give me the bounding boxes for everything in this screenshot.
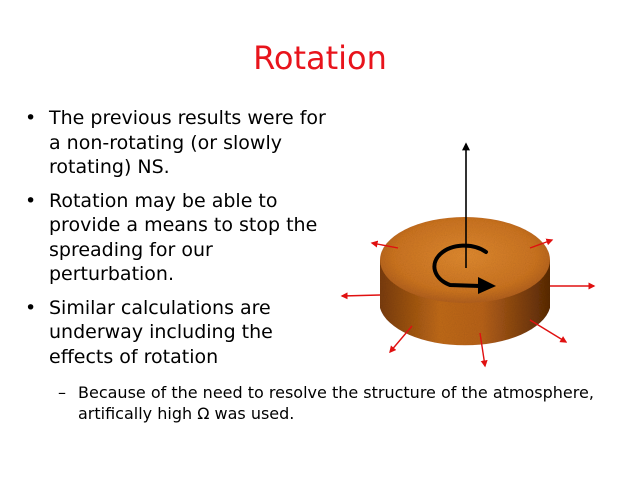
bullet-text: The previous results were for a non-rota…: [49, 107, 326, 178]
dash-icon: –: [58, 383, 66, 402]
rotation-direction-icon: [432, 243, 488, 288]
bullet-text: Similar calculations are underway includ…: [49, 296, 273, 368]
sub-bullet-item: – Because of the need to resolve the str…: [58, 382, 618, 424]
bullet-icon: •: [25, 107, 37, 129]
disk-icon: [380, 217, 550, 346]
rotating-disk-diagram: [340, 142, 596, 368]
bullet-item: • The previous results were for a non-ro…: [22, 106, 334, 180]
bullet-list: • The previous results were for a non-ro…: [22, 106, 334, 378]
bullet-item: • Similar calculations are underway incl…: [22, 296, 334, 370]
slide-title: Rotation: [253, 39, 387, 77]
bullet-item: • Rotation may be able to provide a mean…: [22, 189, 334, 287]
sub-bullet-text: Because of the need to resolve the struc…: [78, 383, 594, 423]
bullet-icon: •: [25, 189, 37, 212]
bullet-icon: •: [25, 296, 37, 319]
outward-spreading-arrows-icon: [340, 238, 596, 368]
sub-bullet-list: – Because of the need to resolve the str…: [58, 382, 618, 424]
bullet-text: Rotation may be able to provide a means …: [49, 189, 318, 286]
